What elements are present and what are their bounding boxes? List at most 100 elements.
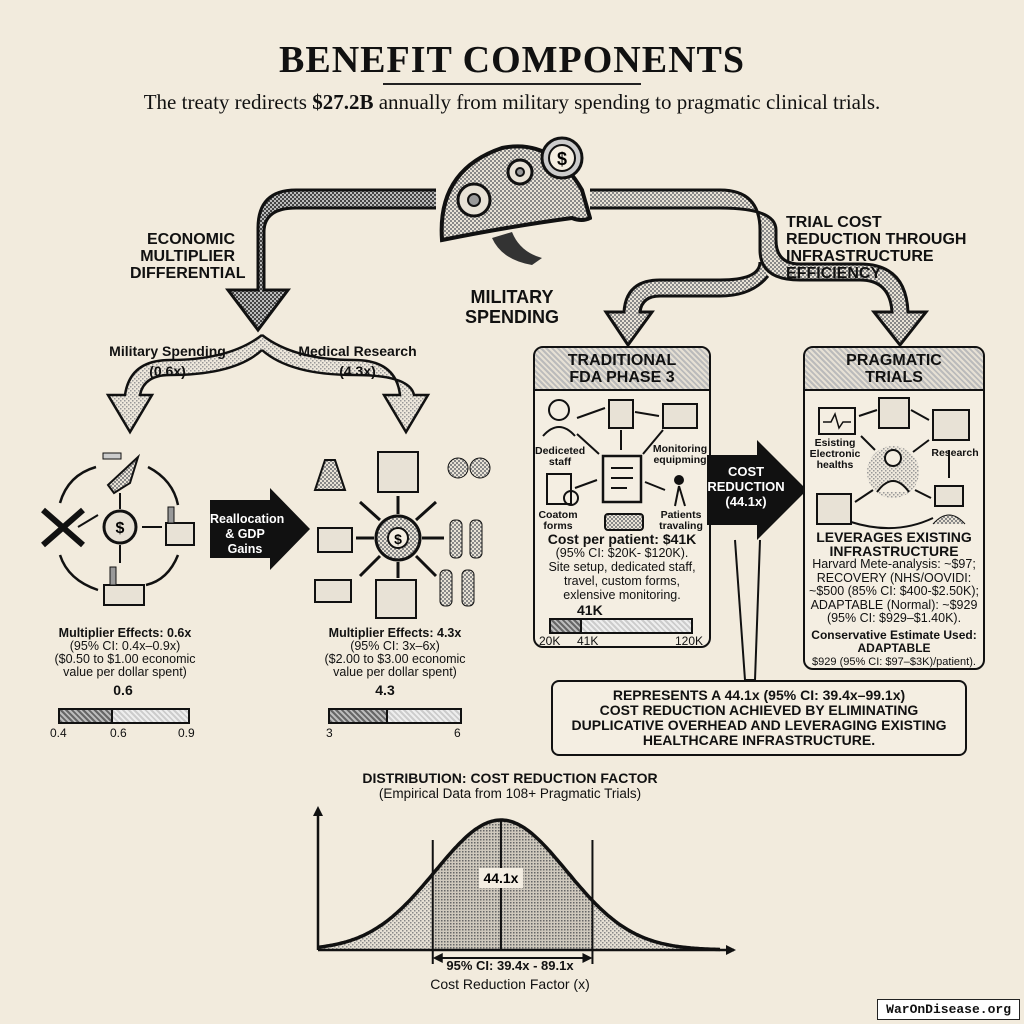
dollar-coin-icon: $ [102,509,138,545]
hospital-icon [375,579,417,619]
doctor-icon [542,399,576,437]
form-magnifier-icon [546,473,579,506]
conservative-estimate-value: ADAPTABLE [857,641,931,655]
document-icon [608,399,634,429]
patients-label-line2: travaling [659,520,703,532]
military-gauge-value: 0.6 [113,682,133,698]
medical-effects-title: Multiplier Effects: 4.3x [328,626,462,640]
military-gauge-fill [60,710,114,722]
cost-arrow-line2: REDUCTION [707,479,785,494]
van-icon [604,513,644,531]
note-line3: DUPLICATIVE OVERHEAD AND LEVERAGING EXIS… [571,717,947,733]
pragmatic-details: LEVERAGES EXISTING INFRASTRUCTURE Harvar… [805,530,983,669]
title-divider [383,83,641,85]
helmet-with-gears-icon: $ [432,130,593,270]
forms-label-line2: forms [543,520,573,532]
y-axis-arrowhead [313,806,323,816]
trial-title-line3: INFRASTRUCTURE [786,248,934,265]
military-effects-value1: ($0.50 to $1.00 economic [54,652,196,666]
medical-effects-value2: value per dollar spent) [333,665,457,679]
pragmatic-trials-panel: PRAGMATIC TRIALS Esisting Electronic hea… [803,346,985,670]
hospital-icon [816,493,852,525]
military-gauge-tick-min: 0.4 [50,726,67,740]
subtitle-amount: $27.2B [312,90,374,114]
research-label: Research [927,448,983,459]
note-line4: HEALTHCARE INFRASTRUCTURE. [642,732,876,748]
traditional-gauge-fill [551,620,583,632]
chart-ci-label: 95% CI: 39.4x - 89.1x [446,958,574,973]
military-gauge-tick-max: 0.9 [178,726,195,740]
factory-icon [103,566,145,606]
center-value-label: 44.1x [483,870,518,886]
hospital-icon [932,409,970,441]
family-icon [439,569,475,607]
medical-effects-ci: (95% CI: 3x–6x) [350,639,440,653]
chart-subtitle: (Empirical Data from 108+ Pragmatic Tria… [378,786,642,801]
medical-gauge-value: 4.3 [375,682,395,698]
walking-patients-icon [674,475,686,507]
trial-title-line4: EFFICIENCY [786,265,882,282]
custom-forms-label: Coatom forms [535,510,581,532]
traditional-cost-title: Cost per patient: $41K [547,531,697,547]
reallocation-line1: Reallocation [210,512,285,526]
traditional-panel-header: TRADITIONAL FDA PHASE 3 [535,348,709,391]
page-subtitle: The treaty redirects $27.2B annually fro… [0,90,1024,115]
medical-gauge-bar [328,708,462,724]
trial-title-line1: TRIAL COST [786,214,882,231]
fork-military [105,334,263,435]
staff-label-line2: staff [548,456,572,468]
medical-gauge-tick-max: 6 [454,726,461,740]
military-multiplier-effects: Multiplier Effects: 0.6x (95% CI: 0.4x–0… [20,627,230,679]
military-gauge-bar [58,708,190,724]
conservative-estimate-detail: $929 (95% CI: $97–$3K)/patient). [812,655,976,668]
traditional-gauge-value: 41K [577,602,603,618]
arrow-to-trials [590,188,930,348]
military-economy-cycle: $ [38,445,198,610]
distribution-chart: 44.1x [313,806,736,964]
military-effects-ci: (95% CI: 0.4x–0.9x) [69,639,181,653]
traditional-cost-line3: travel, custom forms, [564,574,680,588]
traditional-tick-min: 20K [539,634,561,648]
pragmatic-line2: RECOVERY (NHS/OOVIDI: [816,570,972,585]
traditional-cost-text: Cost per patient: $41K (95% CI: $20K- $1… [535,532,709,602]
traditional-cost-line4: exlensive monitoring. [563,588,681,602]
missile-icon [102,452,141,495]
trial-cost-reduction-title: TRIAL COST REDUCTION THROUGH INFRASTRUCT… [786,214,986,282]
economic-multiplier-title: ECONOMIC MULTIPLIER DIFFERENTIAL [130,231,246,282]
medical-gauge-fill [330,710,389,722]
traditional-title-line1: TRADITIONAL [567,352,677,369]
distribution-chart-header: DISTRIBUTION: COST REDUCTION FACTOR (Emp… [280,770,740,801]
conservative-estimate-label: Conservative Estimate Used: [811,627,977,642]
monitoring-label-line2: equipming [653,454,707,466]
note-pointer [734,539,761,681]
reallocation-line2: & GDP Gains [225,527,265,556]
traditional-cost-line2: Site setup, dedicated staff, [548,560,696,574]
computer-monitor-icon [662,403,698,429]
military-gauge-tick-mid: 0.6 [110,726,127,740]
research-label-text: Research [931,447,979,459]
pragmatic-line1: Harvard Mete-analysis: ~$97; [812,557,976,571]
note-line1: REPRESENTS A 44.1x (95% CI: 39.4x–99.1x) [612,687,906,703]
ci-arrowhead-right [582,953,593,963]
laptop-icon [317,527,353,553]
patients-icon [447,457,491,479]
clipboard-icon [601,454,643,504]
patients-traveling-label: Patients travaling [653,510,709,532]
military-fork-text: Military Spending [109,343,226,359]
cost-arrow-line1: COST [727,464,765,479]
arrow-to-economic [225,188,436,333]
traditional-title-line2: FDA PHASE 3 [569,369,675,386]
care-team-icon [867,446,919,498]
subtitle-pre: The treaty redirects [143,90,313,114]
forms-label-line1: Coatom [538,509,578,521]
records-cabinet-icon [878,397,910,429]
svg-text:$: $ [116,520,125,537]
traditional-cost-gauge [549,618,693,634]
military-label-line1: MILITARY [470,287,554,307]
note-line2: COST REDUCTION ACHIEVED BY ELIMINATING [599,702,919,718]
patients-label-line1: Patients [660,509,702,521]
cost-reduction-arrow: COST REDUCTION (44.1x) [707,440,807,540]
chart-title: DISTRIBUTION: COST REDUCTION FACTOR [362,770,658,786]
chart-x-axis-label: Cost Reduction Factor (x) [430,976,590,992]
